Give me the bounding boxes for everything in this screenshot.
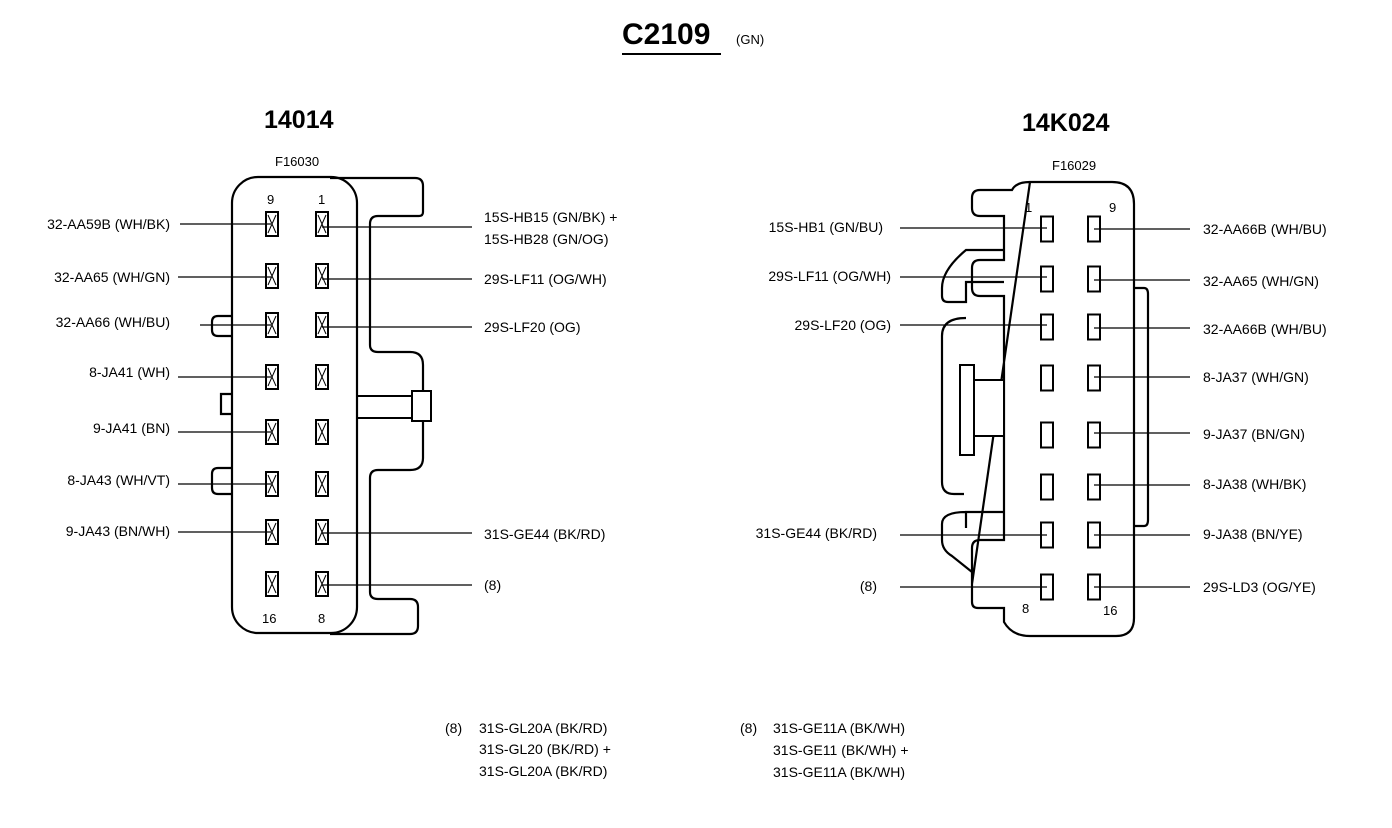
footnote-line: 31S-GL20A (BK/RD) (479, 720, 607, 736)
connector-14K024-latch-upper (940, 248, 1004, 304)
connector-14014-part-number: F16030 (275, 154, 319, 169)
terminal-x-mark (317, 474, 327, 494)
footnote-marker: (8) (445, 720, 462, 736)
terminal-x-mark (267, 266, 277, 286)
connector-14K024-latch-tab (959, 364, 975, 456)
wire-label: 8-JA43 (WH/VT) (67, 472, 170, 488)
terminal-cavity (1040, 265, 1054, 293)
wire-label: 15S-HB28 (GN/OG) (484, 231, 608, 247)
wire-label: 8-JA41 (WH) (89, 364, 170, 380)
wire-label: 8-JA38 (WH/BK) (1203, 476, 1306, 492)
wire-label: 9-JA41 (BN) (93, 420, 170, 436)
pin-number-9: 9 (267, 192, 274, 207)
footnote-line: 31S-GE11A (BK/WH) (773, 764, 905, 780)
terminal-x-mark (317, 522, 327, 542)
terminal-x-mark (267, 474, 277, 494)
pin-number-1: 1 (318, 192, 325, 207)
wire-label: (8) (860, 578, 877, 594)
connector-14K024-terminals (1040, 215, 1101, 601)
footnote-14014: (8) 31S-GL20A (BK/RD) 31S-GL20 (BK/RD) +… (445, 720, 611, 779)
terminal-cavity (1087, 364, 1101, 392)
wire-label: 9-JA43 (BN/WH) (66, 523, 170, 539)
terminal-cavity (1040, 215, 1054, 243)
wire-label: (8) (484, 577, 501, 593)
terminal-cavity (1087, 313, 1101, 341)
wire-label: 32-AA66B (WH/BU) (1203, 221, 1327, 237)
connector-14014: 14014 F16030 9 1 16 8 32- (47, 106, 617, 636)
terminal-x-mark (317, 266, 327, 286)
connector-14014-title: 14014 (264, 106, 334, 134)
connector-14014-shell (330, 176, 425, 636)
terminal-x-mark (317, 315, 327, 335)
connector-14014-latch-tab (411, 390, 432, 422)
wire-label: 29S-LF20 (OG) (795, 317, 891, 333)
footnote-line: 31S-GE11 (BK/WH) + (773, 742, 909, 758)
pin-number-8: 8 (1022, 601, 1029, 616)
wire-label: 8-JA37 (WH/GN) (1203, 369, 1309, 385)
connector-14K024-latch-lower (940, 510, 1004, 573)
connector-14014-body (230, 175, 359, 635)
wire-label: 32-AA59B (WH/BK) (47, 216, 170, 232)
connector-14K024-part-number: F16029 (1052, 158, 1096, 173)
connector-14014-key-1 (210, 314, 232, 338)
diagram-title: C2109 (622, 18, 710, 51)
terminal-cavity (1087, 473, 1101, 501)
connector-14014-key-3 (210, 466, 232, 496)
terminal-x-mark (267, 367, 277, 387)
wire-label: 15S-HB15 (GN/BK) + (484, 209, 617, 225)
footnote-marker: (8) (740, 720, 757, 736)
terminal-cavity (1087, 421, 1101, 449)
footnote-line: 31S-GL20 (BK/RD) + (479, 741, 611, 757)
terminal-cavity (1040, 473, 1054, 501)
connector-14K024: 14K024 F16029 1 9 8 16 15S-HB1 (756, 109, 1327, 638)
pin-number-16: 16 (262, 611, 276, 626)
wire-label: 29S-LF11 (OG/WH) (484, 271, 607, 287)
connector-14K024-latch-side (940, 316, 967, 496)
footnote-line: 31S-GL20A (BK/RD) (479, 763, 607, 779)
wire-label: 32-AA65 (WH/GN) (1203, 273, 1319, 289)
connector-14K024-rail (1134, 286, 1150, 528)
terminal-cavity (1040, 364, 1054, 392)
wire-label: 15S-HB1 (GN/BU) (769, 219, 883, 235)
wire-label: 31S-GE44 (BK/RD) (484, 526, 605, 542)
connector-14K024-body (970, 180, 1136, 638)
pin-number-1: 1 (1025, 200, 1032, 215)
wire-label: 32-AA65 (WH/GN) (54, 269, 170, 285)
wire-label: 29S-LF20 (OG) (484, 319, 580, 335)
terminal-x-mark (267, 574, 277, 594)
terminal-x-mark (317, 422, 327, 442)
terminal-x-mark (317, 214, 327, 234)
wire-label: 31S-GE44 (BK/RD) (756, 525, 877, 541)
footnote-14K024: (8) 31S-GE11A (BK/WH) 31S-GE11 (BK/WH) +… (740, 720, 909, 780)
wire-label: 29S-LF11 (OG/WH) (768, 268, 891, 284)
connector-14K024-latch-block (973, 379, 1005, 437)
footnote-line: 31S-GE11A (BK/WH) (773, 720, 905, 736)
connector-14014-terminals (265, 211, 329, 597)
terminal-x-mark (267, 315, 277, 335)
pin-number-16: 16 (1103, 603, 1117, 618)
wire-label: 32-AA66B (WH/BU) (1203, 321, 1327, 337)
wire-label: 9-JA38 (BN/YE) (1203, 526, 1303, 542)
terminal-x-mark (317, 367, 327, 387)
terminal-cavity (1040, 313, 1054, 341)
wire-label: 9-JA37 (BN/GN) (1203, 426, 1305, 442)
terminal-x-mark (267, 522, 277, 542)
pin-number-9: 9 (1109, 200, 1116, 215)
connector-14014-key-2 (219, 392, 232, 416)
terminal-x-mark (267, 214, 277, 234)
terminal-x-mark (267, 422, 277, 442)
title-color-code: (GN) (736, 32, 764, 47)
pin-number-8: 8 (318, 611, 325, 626)
terminal-cavity (1087, 265, 1101, 293)
connector-14K024-title: 14K024 (1022, 109, 1110, 137)
terminal-cavity (1040, 421, 1054, 449)
terminal-x-mark (317, 574, 327, 594)
wire-label: 29S-LD3 (OG/YE) (1203, 579, 1316, 595)
wire-label: 32-AA66 (WH/BU) (56, 314, 170, 330)
